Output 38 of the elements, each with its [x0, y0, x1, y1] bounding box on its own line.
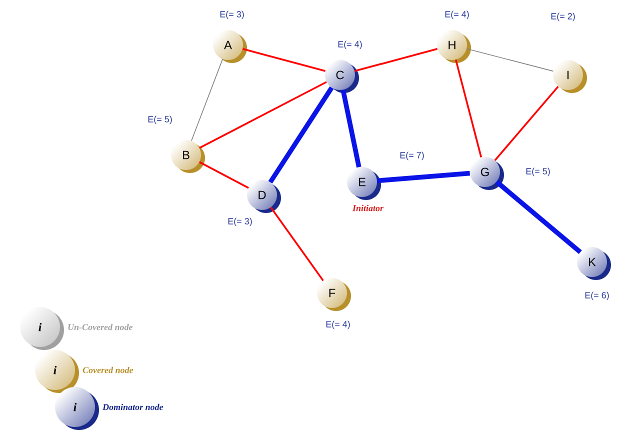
- link-line: [270, 206, 324, 282]
- link-line: [268, 86, 334, 184]
- link-line: [199, 81, 327, 149]
- energy-label: E(= 5): [526, 168, 550, 176]
- energy-label: E(= 2): [551, 12, 575, 22]
- node-disc: K: [577, 247, 611, 280]
- node-disc: A: [213, 30, 247, 63]
- link-line: [495, 180, 582, 254]
- node-disc: B: [171, 140, 205, 173]
- node-disc: F: [317, 278, 351, 311]
- node-disc: H: [437, 30, 471, 63]
- link-line: [376, 170, 470, 184]
- energy-label: E(= 3): [228, 218, 252, 226]
- link-line: [199, 161, 249, 189]
- link-line: [466, 48, 554, 72]
- link-line: [494, 86, 559, 162]
- link-line: [340, 89, 362, 168]
- link-line: [242, 48, 326, 72]
- node-disc: C: [325, 60, 359, 93]
- role-label: Initiator: [352, 204, 384, 212]
- energy-label: E(= 4): [445, 10, 469, 20]
- legend-text: Covered node: [82, 366, 134, 374]
- link-line: [354, 48, 438, 72]
- legend-text: Dominator node: [102, 404, 164, 410]
- energy-label: E(= 7): [400, 152, 424, 160]
- node-disc: G: [470, 157, 504, 190]
- energy-label: E(= 4): [326, 320, 350, 330]
- energy-label: E(= 5): [148, 116, 172, 124]
- link-line: [191, 58, 223, 142]
- legend-text: Un-Covered node: [68, 324, 133, 330]
- node-disc: I: [553, 60, 587, 93]
- energy-label: E(= 6): [585, 292, 609, 300]
- node-disc: E: [347, 167, 381, 200]
- node-disc: D: [247, 180, 281, 213]
- legend-disc: i: [55, 386, 99, 430]
- energy-label: E(= 4): [338, 40, 362, 50]
- energy-label: E(= 3): [220, 10, 244, 20]
- link-line: [454, 59, 482, 158]
